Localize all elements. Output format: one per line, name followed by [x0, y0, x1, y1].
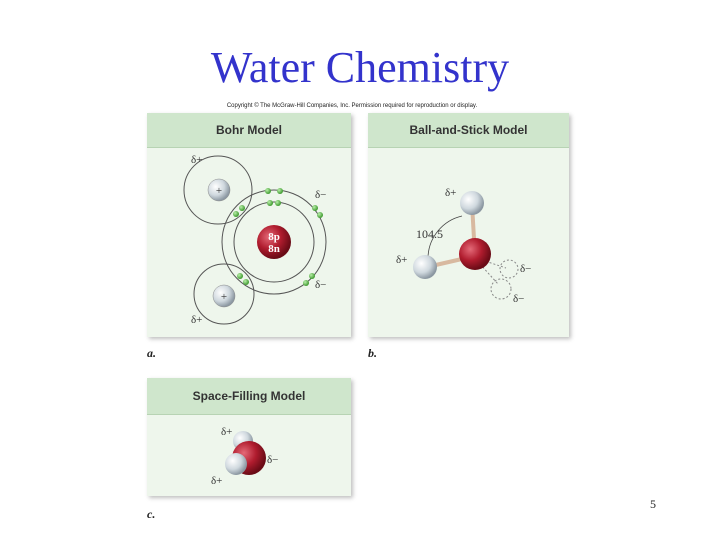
- bohr-model-panel: Bohr Model + + 8p 8n δ+ δ+ δ− δ−: [147, 113, 351, 337]
- nucleus-neutrons: 8n: [268, 243, 280, 255]
- hydrogen-sphere-bottom: [225, 453, 247, 475]
- delta-plus-top-label: δ+: [221, 426, 232, 438]
- electron: [233, 211, 239, 217]
- ball-and-stick-panel: Ball-and-Stick Model δ+ 104.5 δ+ δ− δ−: [368, 113, 569, 337]
- electron: [237, 273, 243, 279]
- electron: [317, 212, 323, 218]
- nucleus-protons: 8p: [268, 231, 280, 243]
- panel-a-letter: a.: [147, 346, 156, 360]
- delta-plus-bottom-label: δ+: [211, 475, 222, 487]
- delta-minus-bottom-label: δ−: [315, 279, 326, 291]
- delta-minus-lone-pair-2-label: δ−: [513, 293, 524, 305]
- electron: [243, 279, 249, 285]
- electron: [267, 200, 273, 206]
- space-filling-panel: Space-Filling Model δ+ δ− δ+: [147, 378, 351, 496]
- oxygen-atom: [459, 238, 491, 270]
- proton-sign-bottom: +: [221, 291, 227, 303]
- electron: [265, 188, 271, 194]
- hydrogen-atom-left: [413, 255, 437, 279]
- delta-minus-right-label: δ−: [267, 454, 278, 466]
- delta-plus-top-h-label: δ+: [445, 187, 456, 199]
- electron: [277, 188, 283, 194]
- electron: [312, 205, 318, 211]
- slide-title: Water Chemistry: [210, 43, 510, 92]
- delta-minus-lone-pair-1-label: δ−: [520, 263, 531, 275]
- proton-sign-top: +: [216, 185, 222, 197]
- hydrogen-atom-top: [460, 191, 484, 215]
- copyright-notice: Copyright © The McGraw-Hill Companies, I…: [226, 103, 478, 109]
- delta-plus-left-h-label: δ+: [396, 254, 407, 266]
- delta-plus-bottom-label: δ+: [191, 314, 202, 326]
- ball-and-stick-diagram: δ+ 104.5 δ+ δ− δ−: [396, 187, 531, 305]
- electron: [239, 205, 245, 211]
- ball-and-stick-heading: Ball-and-Stick Model: [368, 113, 569, 148]
- page-number: 5: [650, 497, 656, 511]
- electron: [275, 200, 281, 206]
- delta-minus-top-label: δ−: [315, 189, 326, 201]
- delta-plus-top-label: δ+: [191, 154, 202, 166]
- bond-angle-label: 104.5: [416, 227, 443, 241]
- electron: [303, 280, 309, 286]
- panel-c-letter: c.: [147, 507, 156, 521]
- space-filling-diagram: δ+ δ− δ+: [211, 426, 278, 487]
- bohr-model-diagram: + + 8p 8n δ+ δ+ δ− δ−: [183, 154, 327, 326]
- space-filling-heading: Space-Filling Model: [147, 378, 351, 415]
- electron: [309, 273, 315, 279]
- bohr-model-heading: Bohr Model: [147, 113, 351, 148]
- panel-b-letter: b.: [368, 346, 377, 360]
